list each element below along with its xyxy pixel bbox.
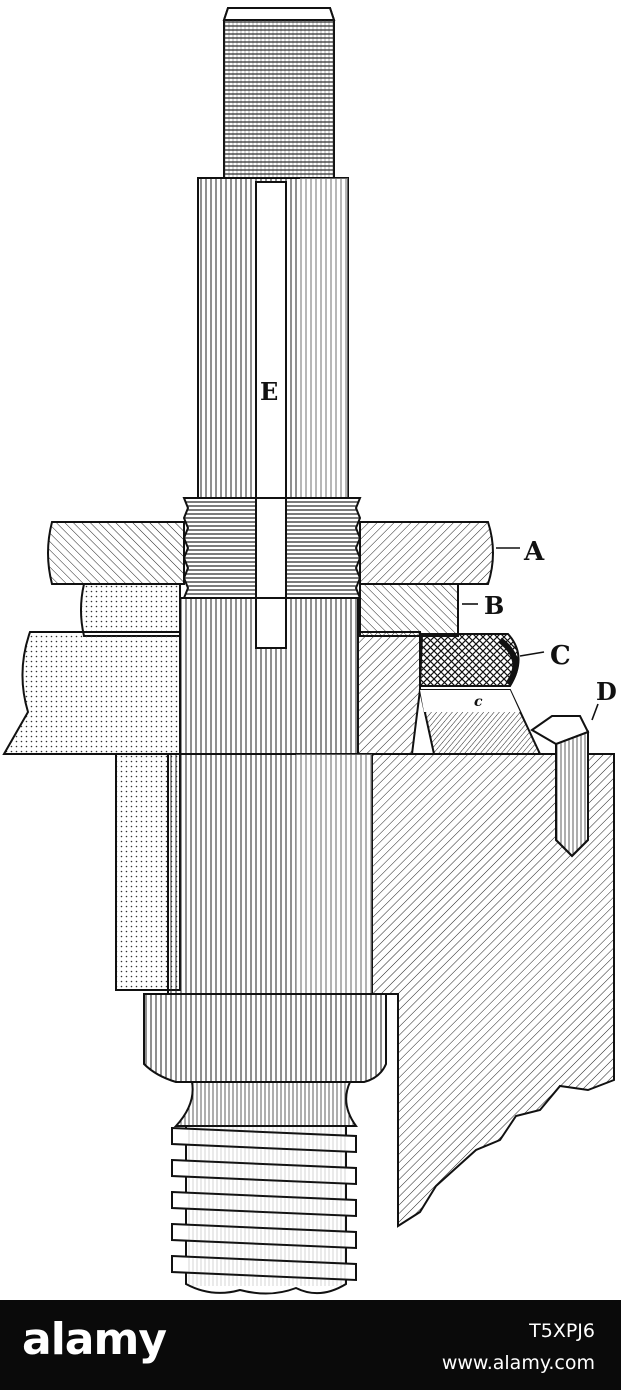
engraving-figure: A B C D E c bbox=[2, 7, 617, 1295]
bottom-coarse-thread bbox=[171, 1125, 357, 1295]
valve-body-housing bbox=[115, 753, 615, 1228]
gland-body bbox=[2, 631, 421, 755]
spindle-neck bbox=[173, 1081, 358, 1127]
spindle-collar bbox=[143, 993, 387, 1083]
shaft-thread bbox=[182, 497, 362, 599]
leader-lines bbox=[462, 547, 599, 721]
stuffing-cavity bbox=[418, 689, 542, 755]
label-b: B bbox=[484, 591, 504, 620]
packing-ring-c bbox=[418, 633, 520, 687]
label-small-c: c bbox=[474, 694, 483, 710]
site-url: www.alamy.com bbox=[441, 1352, 595, 1374]
label-c: C bbox=[550, 641, 571, 671]
pin-d bbox=[530, 715, 590, 858]
lower-shaft-section bbox=[179, 597, 359, 755]
image-id: T5XPJ6 bbox=[529, 1320, 595, 1342]
label-a: A bbox=[523, 537, 545, 567]
label-d: D bbox=[596, 677, 617, 706]
watermark-footer: alamy T5XPJ6 www.alamy.com bbox=[0, 1300, 621, 1390]
brand-logo: alamy bbox=[22, 1314, 167, 1365]
spindle-body bbox=[167, 753, 373, 995]
label-e: E bbox=[260, 377, 278, 406]
top-threaded-stud bbox=[222, 7, 336, 179]
